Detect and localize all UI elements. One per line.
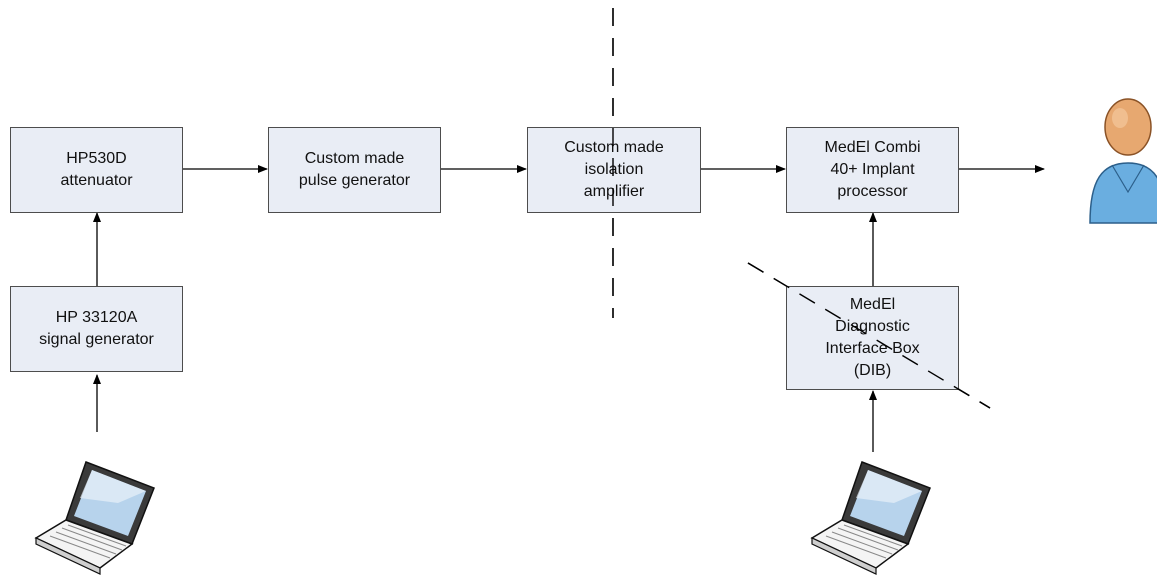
person-icon bbox=[1089, 98, 1157, 224]
implant-processor-box: MedEl Combi 40+ Implant processor bbox=[786, 127, 959, 213]
dib-line-4: (DIB) bbox=[853, 362, 892, 379]
attenuator-box: HP530D attenuator bbox=[10, 127, 183, 213]
laptop-icon bbox=[810, 461, 931, 575]
pulse-generator-box: Custom made pulse generator bbox=[268, 127, 441, 213]
implant-processor-line-2: 40+ Implant bbox=[830, 161, 915, 178]
implant-processor-line-1: MedEl Combi bbox=[824, 139, 921, 156]
attenuator-line-2: attenuator bbox=[60, 172, 133, 189]
dib-box: MedEl Diagnostic Interface Box (DIB) bbox=[786, 286, 959, 390]
signal-generator-line-1: HP 33120A bbox=[55, 309, 138, 326]
isolation-amplifier-box: Custom made isolation amplifier bbox=[527, 127, 701, 213]
attenuator-line-1: HP530D bbox=[66, 150, 127, 167]
dib-line-1: MedEl bbox=[849, 296, 896, 313]
pulse-generator-line-2: pulse generator bbox=[298, 172, 411, 189]
isolation-amplifier-line-1: Custom made bbox=[564, 139, 664, 156]
dib-line-2: Diagnostic bbox=[835, 318, 910, 335]
dib-line-3: Interface Box bbox=[825, 340, 920, 357]
isolation-amplifier-line-3: amplifier bbox=[583, 183, 645, 200]
signal-generator-line-2: signal generator bbox=[39, 331, 154, 348]
isolation-amplifier-line-2: isolation bbox=[584, 161, 644, 178]
pulse-generator-line-1: Custom made bbox=[304, 150, 405, 167]
implant-processor-line-3: processor bbox=[837, 183, 908, 200]
signal-generator-box: HP 33120A signal generator bbox=[10, 286, 183, 372]
laptop-icon bbox=[34, 461, 155, 575]
